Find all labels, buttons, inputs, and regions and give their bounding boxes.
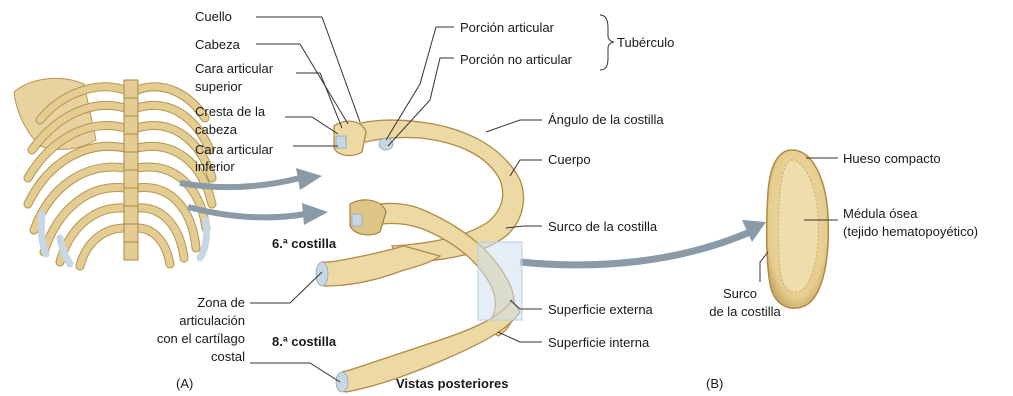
label-angulo: Ángulo de la costilla (548, 112, 664, 127)
left-ribs (28, 87, 125, 266)
label-porcion-no-articular: Porción no articular (460, 52, 573, 67)
label-zona-3: con el cartílago (157, 331, 245, 346)
tuberculo-bracket (600, 15, 614, 70)
label-cara-articular-inferior-1: Cara articular (195, 142, 274, 157)
label-cabeza: Cabeza (195, 37, 241, 52)
label-zona-4: costal (211, 349, 245, 364)
label-cara-articular-superior-1: Cara articular (195, 61, 274, 76)
labels: Cuello Cabeza Cara articular superior Cr… (157, 9, 978, 391)
rib-6 (334, 120, 524, 262)
label-medula-2: (tejido hematopoyético) (843, 224, 978, 239)
label-zona-1: Zona de (197, 295, 245, 310)
label-surco: Surco de la costilla (548, 219, 658, 234)
label-cara-articular-superior-2: superior (195, 79, 243, 94)
label-panel-a: (A) (176, 376, 193, 391)
label-tuberculo: Tubérculo (617, 35, 674, 50)
label-zona-2: articulación (179, 313, 245, 328)
section-highlight-box (478, 242, 522, 320)
label-hueso-compacto: Hueso compacto (843, 151, 941, 166)
label-costilla-8: 8.ª costilla (272, 334, 337, 349)
thorax-illustration (14, 78, 212, 266)
label-vistas-posteriores: Vistas posteriores (396, 376, 508, 391)
label-cresta-1: Cresta de la (195, 104, 266, 119)
label-superficie-interna: Superficie interna (548, 335, 650, 350)
leader-lines (250, 17, 838, 382)
label-porcion-articular: Porción articular (460, 20, 555, 35)
label-medula-1: Médula ósea (843, 206, 918, 221)
rib-cross-section (767, 150, 829, 308)
label-surco-b-2: de la costilla (709, 304, 781, 319)
label-cuello: Cuello (195, 9, 232, 24)
label-cuerpo: Cuerpo (548, 152, 591, 167)
label-surco-b-1: Surco (723, 286, 757, 301)
label-panel-b: (B) (706, 376, 723, 391)
label-costilla-6: 6.ª costilla (272, 236, 337, 251)
spine (124, 80, 138, 260)
label-cresta-2: cabeza (195, 122, 238, 137)
label-cara-articular-inferior-2: inferior (195, 159, 235, 174)
label-superficie-externa: Superficie externa (548, 302, 654, 317)
